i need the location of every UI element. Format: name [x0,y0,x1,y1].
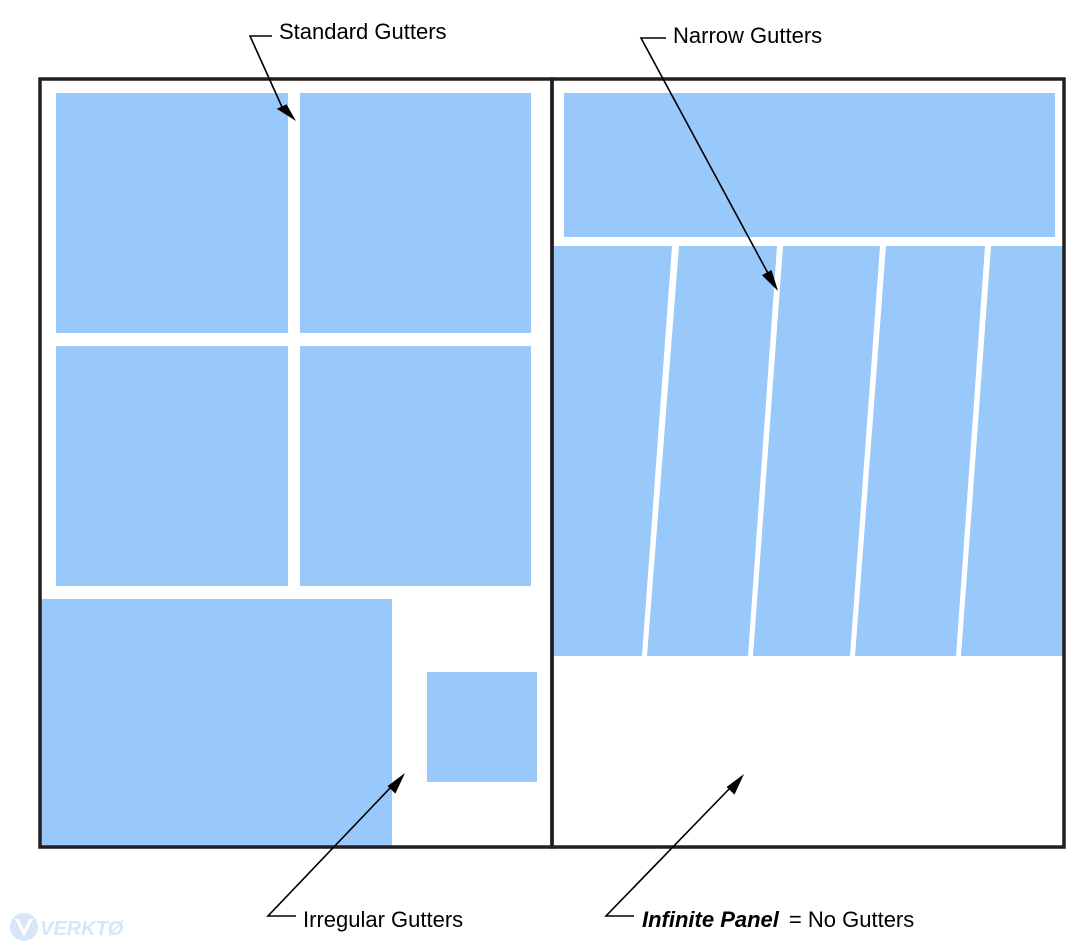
infinite-panel-arrow [604,774,744,917]
panel-slanted-3 [753,246,880,656]
label-irregular-gutters: Irregular Gutters [303,907,463,932]
panel-top-right [300,93,531,333]
panel-middle-right [300,346,531,586]
panel-slanted-2 [647,246,777,656]
arrowhead-irregular [387,773,405,794]
label-no-gutters: = No Gutters [789,907,914,932]
right-page-panels [552,93,1064,656]
panel-slanted-4 [855,246,985,656]
logo-wordmark: VERKTØ [40,918,125,940]
arrowhead-infinite [726,774,744,795]
panel-slanted-5 [961,246,1064,656]
verkto-logo: VERKTØ [10,913,125,941]
panel-middle-left [56,346,288,586]
irregular-gutters-arrow [266,773,405,917]
panel-slanted-1 [552,246,672,656]
label-infinite-panel: Infinite Panel [642,907,780,932]
panel-top-left [56,93,288,333]
panel-bottom-small [427,672,537,782]
label-infinite-panel-line: Infinite Panel = No Gutters [642,907,914,932]
panel-right-top-wide [564,93,1055,237]
panel-bottom-large [40,599,392,847]
right-page-frame [550,77,1066,849]
label-narrow-gutters: Narrow Gutters [673,23,822,48]
arrowhead-standard [276,104,296,121]
left-page-panels [40,93,537,847]
narrow-gutters-arrow [639,37,778,291]
standard-gutters-arrow [248,35,296,121]
label-standard-gutters: Standard Gutters [279,19,447,44]
arrowhead-narrow [761,270,778,291]
